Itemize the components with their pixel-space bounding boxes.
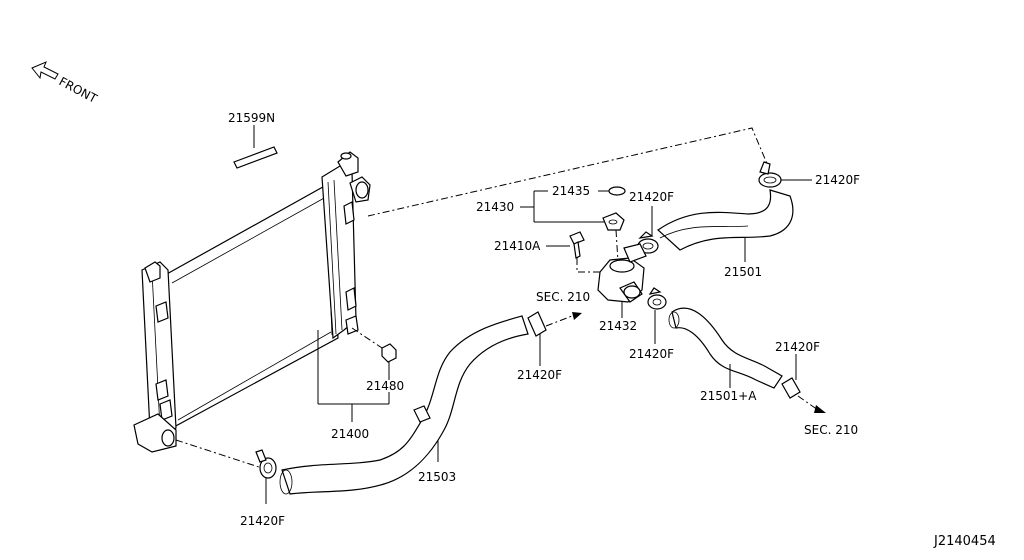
callout-21432: 21432 [599,319,637,333]
thermostat-21430 [602,212,625,263]
callout-21420F-lower-hose: 21420F [517,368,562,382]
callout-21430: 21430 [476,200,514,214]
front-direction-arrow [31,61,59,80]
diagram-id: J2140454 [933,534,996,549]
callout-21480: 21480 [366,379,404,393]
bolt-21410A [546,231,604,273]
leader-21430 [520,190,604,223]
drain-plug-21480 [351,327,397,380]
clamp-21420F-bottom [255,449,277,504]
hose-21501A [668,307,783,389]
sec210-right-label: SEC. 210 [804,423,858,437]
callout-21420F-right: 21420F [775,340,820,354]
clamp-21420F-lower-hose [527,311,547,366]
callout-21420F-mid: 21420F [629,347,674,361]
water-outlet-21432 [597,243,647,318]
leader-21400 [317,330,390,422]
callout-21503: 21503 [418,470,456,484]
sec210-left-arrow [545,312,582,327]
callout-21599N: 21599N [228,111,275,125]
callout-21420F-bottom: 21420F [240,514,285,528]
sec210-right-arrow [797,395,826,413]
clamp-21420F-right [781,354,801,399]
sec210-left-label: SEC. 210 [536,290,590,304]
label-sticker-21599N [233,125,278,169]
callout-21501: 21501 [724,265,762,279]
callout-21420F-upper: 21420F [629,190,674,204]
radiator-assembly [133,151,371,453]
hose-clip-21503 [413,405,431,423]
upper-hose-21501 [657,189,794,262]
cap-21435 [598,186,626,196]
front-label: FRONT [57,74,100,106]
callout-21420F-top-right: 21420F [815,173,860,187]
clamp-21420F-mid [647,287,667,344]
dashed-link-upper [367,127,769,217]
callout-21400: 21400 [331,427,369,441]
callout-21410A: 21410A [494,239,541,253]
dashed-link-lower [175,439,263,469]
callout-21435: 21435 [552,184,590,198]
clamp-21420F-top-right [758,161,812,188]
callout-21501A: 21501+A [700,389,757,403]
lower-hose-21503 [279,315,529,495]
